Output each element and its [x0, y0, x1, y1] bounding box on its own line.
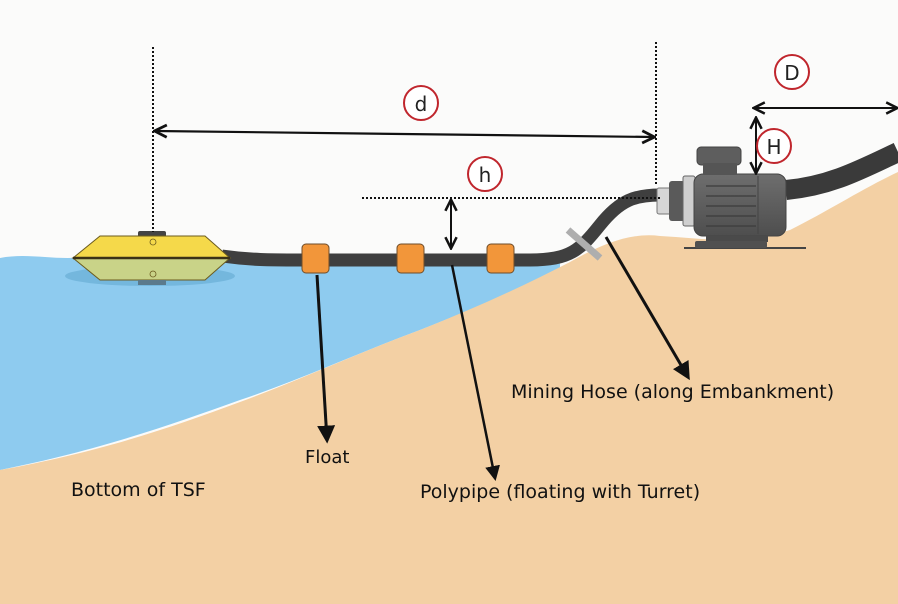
H-label-circle — [756, 128, 792, 164]
mining-hose-label: Mining Hose (along Embankment) — [511, 381, 834, 403]
d-dimension-arrow — [156, 131, 653, 137]
polypipe — [221, 188, 661, 267]
float-label: Float — [305, 447, 349, 468]
water — [0, 256, 560, 470]
polypipe-label: Polypipe (floating with Turret) — [420, 481, 700, 503]
float-3 — [486, 243, 515, 274]
ground — [0, 172, 898, 604]
bottom-of-tsf-label: Bottom of TSF — [71, 479, 206, 501]
D-label: D — [784, 61, 799, 85]
d-label: d — [415, 92, 428, 116]
polypipe-callout-arrow — [450, 264, 500, 481]
D-label-circle — [774, 54, 810, 90]
h-label: h — [479, 163, 492, 187]
turret-pontoon — [65, 231, 235, 286]
pump — [656, 146, 787, 248]
h-label-circle — [467, 156, 503, 192]
mining-hose-callout-arrow — [604, 236, 690, 381]
float-callout-arrow — [315, 274, 336, 444]
d-label-circle — [403, 85, 439, 121]
H-label: H — [766, 135, 781, 159]
float-2 — [396, 243, 425, 274]
embankment-clamp — [565, 227, 603, 261]
float-1 — [301, 243, 330, 274]
discharge-hose — [784, 142, 898, 200]
